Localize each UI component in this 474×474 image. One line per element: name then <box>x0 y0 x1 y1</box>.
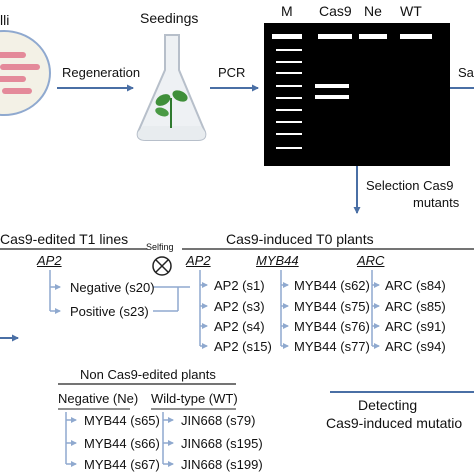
seedings-label: Seedings <box>140 10 199 26</box>
ne-item: MYB44 (s65) <box>84 413 160 428</box>
regeneration-label: Regeneration <box>62 65 141 80</box>
selfing-cross-icon <box>152 256 172 276</box>
t0-ap2-item: AP2 (s4) <box>214 319 265 334</box>
gel-lane-m-label: M <box>281 3 293 19</box>
t0-arc-item: ARC (s85) <box>385 299 446 314</box>
sampling-label-cut: Sa <box>458 65 474 80</box>
t0-gene-ap2: AP2 <box>186 253 211 268</box>
t0-arc-item: ARC (s84) <box>385 278 446 293</box>
t0-arc-item: ARC (s91) <box>385 319 446 334</box>
t0-arc-item: ARC (s94) <box>385 339 446 354</box>
gel-lane-cas9-label: Cas9 <box>319 3 352 19</box>
non-edited-header: Non Cas9-edited plants <box>80 367 216 382</box>
t0-myb44-tree-lines <box>280 270 289 349</box>
detecting-label-line2: Cas9-induced mutatio <box>326 415 463 431</box>
t0-ap2-item: AP2 (s1) <box>214 278 265 293</box>
selection-label-line2: mutants <box>413 195 460 210</box>
wt-item: JIN668 (s199) <box>181 457 263 472</box>
ne-item: MYB44 (s67) <box>84 457 160 472</box>
gel-lane-wt-label: WT <box>400 3 422 19</box>
t0-myb44-item: MYB44 (s77) <box>294 339 370 354</box>
t0-plants-header: Cas9-induced T0 plants <box>226 231 374 247</box>
negative-ne-header: Negative (Ne) <box>58 391 139 406</box>
t0-gene-myb44: MYB44 <box>256 253 299 268</box>
t0-myb44-item: MYB44 (s76) <box>294 319 370 334</box>
t0-arc-tree-lines <box>371 270 380 349</box>
t0-ap2-item: AP2 (s3) <box>214 299 265 314</box>
t0-myb44-item: MYB44 (s62) <box>294 278 370 293</box>
t0-myb44-item: MYB44 (s75) <box>294 299 370 314</box>
gel-lane-ne-label: Ne <box>364 3 382 19</box>
t0-ap2-tree-lines <box>199 270 208 349</box>
pcr-label: PCR <box>218 65 246 80</box>
non-edited-tree-lines <box>65 412 174 467</box>
selfing-label: Selfing <box>146 242 174 252</box>
wt-item: JIN668 (s79) <box>181 413 256 428</box>
gel-image <box>264 23 450 166</box>
t1-gene-ap2: AP2 <box>37 253 62 268</box>
t1-item-negative: Negative (s20) <box>70 280 155 295</box>
t1-tree-lines <box>49 270 190 314</box>
selection-label-line1: Selection Cas9 <box>366 178 454 193</box>
calli-label: lli <box>0 12 10 28</box>
t1-lines-header: Cas9-edited T1 lines <box>0 231 129 247</box>
ne-item: MYB44 (s66) <box>84 436 160 451</box>
t0-gene-arc: ARC <box>357 253 385 268</box>
t1-item-positive: Positive (s23) <box>70 304 149 319</box>
t0-ap2-item: AP2 (s15) <box>214 339 272 354</box>
detecting-label-line1: Detecting <box>358 397 418 413</box>
wild-type-header: Wild-type (WT) <box>151 391 238 406</box>
petri-dish-icon <box>0 30 51 116</box>
flask-icon <box>136 34 207 141</box>
wt-item: JIN668 (s195) <box>181 436 263 451</box>
